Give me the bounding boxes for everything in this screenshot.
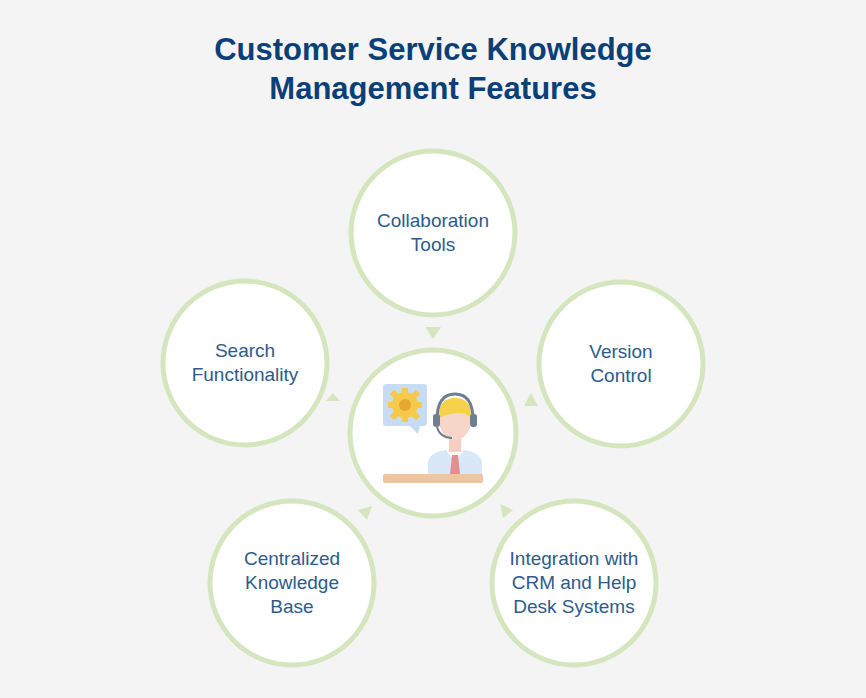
feature-label: Centralized Knowledge Base bbox=[227, 547, 357, 619]
diagram-title: Customer Service Knowledge Management Fe… bbox=[163, 30, 703, 108]
feature-circle: Version Control bbox=[536, 279, 706, 449]
feature-circle: Collaboration Tools bbox=[348, 148, 518, 318]
feature-circle: Integration with CRM and Help Desk Syste… bbox=[489, 498, 659, 668]
feature-label: Collaboration Tools bbox=[363, 209, 503, 257]
circle-outline bbox=[160, 278, 330, 448]
center-circle bbox=[350, 350, 516, 516]
gear-bubble bbox=[383, 384, 427, 434]
circle-outline bbox=[348, 148, 518, 318]
feature-label: Integration with CRM and Help Desk Syste… bbox=[504, 547, 644, 619]
feature-label: Version Control bbox=[566, 340, 676, 388]
desk bbox=[383, 474, 483, 483]
feature-circle: Centralized Knowledge Base bbox=[207, 498, 377, 668]
pointer-triangles bbox=[326, 327, 538, 520]
feature-label: Search Functionality bbox=[175, 339, 315, 387]
circle-outline bbox=[536, 279, 706, 449]
feature-circle: Search Functionality bbox=[160, 278, 330, 448]
support-agent bbox=[428, 394, 482, 478]
